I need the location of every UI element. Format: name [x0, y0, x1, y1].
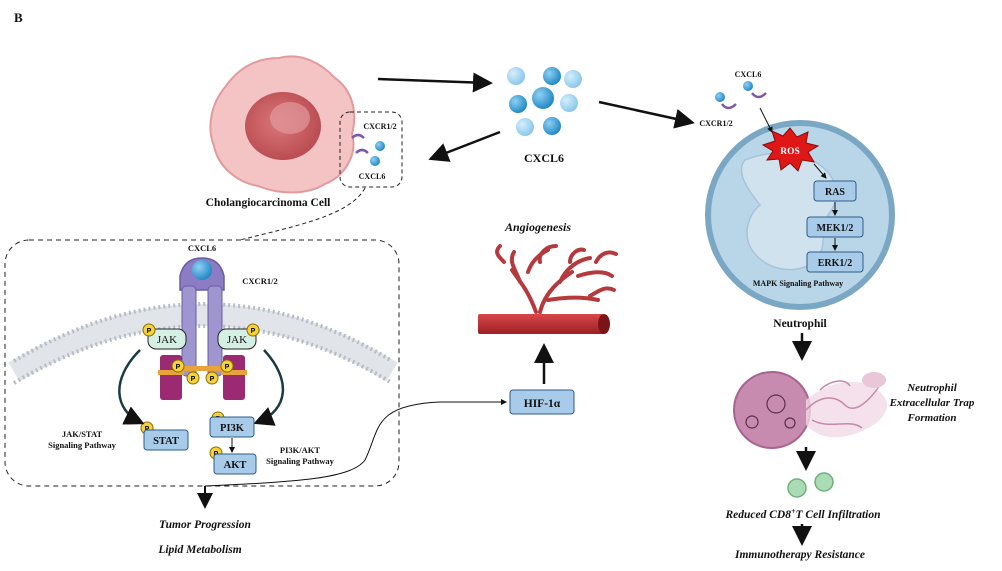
phospho-icon [246, 323, 260, 337]
net-label-2: Extracellular Trap [889, 397, 975, 409]
ras-box [813, 180, 857, 202]
signaling-zoom-box [4, 239, 400, 487]
cd8-t-cell-icon [787, 472, 834, 498]
net-label-3: Formation [907, 412, 957, 424]
phospho-label: P [251, 328, 256, 335]
neutrophil-receptor-icon [751, 92, 767, 99]
arrow-ros-to-ras [813, 163, 827, 179]
arrow-receptor-to-pi3k [253, 349, 285, 426]
cholangiocarcinoma-cell [209, 55, 356, 194]
phospho-label: P [225, 364, 230, 371]
jak-left-box [147, 328, 187, 350]
jak-right-label: JAK [227, 334, 247, 346]
receptor-icon [355, 148, 369, 154]
phospho-label: P [176, 364, 181, 371]
erk-label: ERK1/2 [818, 258, 852, 269]
neutrophil-cxcl6-ball-icon [715, 92, 725, 102]
neutrophil-receptor-label: CXCR1/2 [699, 119, 732, 128]
stat-box [143, 429, 189, 451]
phospho-label: P [147, 328, 152, 335]
outcome-lipid-metabolism: Lipid Metabolism [157, 544, 241, 556]
blood-vessel-icon [478, 244, 618, 334]
mek-box [806, 216, 864, 238]
jak-stat-pathway-label-2: Signaling Pathway [48, 440, 117, 450]
receptor-intracellular-domain [158, 355, 247, 400]
secreted-cxcl6-label: CXCL6 [524, 151, 564, 165]
neutrophil-cxcl6-ball-icon [743, 81, 753, 91]
hif-box [509, 389, 575, 415]
cd8-label-sup: + [791, 507, 796, 516]
resistance-label: Immunotherapy Resistance [734, 549, 865, 561]
pi3k-box [209, 416, 255, 438]
cell-membrane [8, 304, 398, 382]
arrow-to-hif [204, 399, 507, 487]
stat-label: STAT [153, 436, 179, 447]
akt-label: AKT [224, 460, 247, 471]
phospho-group: PPPPPPPPPPP [140, 206, 818, 460]
tumor-receptor-label: CXCR1/2 [363, 122, 396, 131]
pi3k-akt-pathway-label-2: Signaling Pathway [266, 456, 335, 466]
arrow-receptor-to-ros [759, 107, 773, 133]
neutrophil-receptor-icon [721, 103, 737, 110]
neutrophil-label: Neutrophil [773, 318, 826, 330]
arrow-cxcl6-to-neutrophil [598, 100, 695, 129]
ras-label: RAS [825, 187, 845, 198]
cxcl6-ball-icon [375, 141, 385, 151]
secreted-cxcl6-cluster [507, 67, 582, 136]
arrow-tumor-to-cxcl6 [377, 72, 493, 93]
phospho-icon [186, 371, 200, 385]
phospho-label: P [210, 376, 215, 383]
membrane-inner-heads [12, 324, 394, 385]
hif-label: HIF-1α [524, 398, 561, 410]
tumor-cell-label: Cholangiocarcinoma Cell [206, 197, 331, 209]
cxcl6-ball-icon [370, 156, 380, 166]
net-label-1: Neutrophil [906, 382, 957, 394]
tumor-ligand-label: CXCL6 [359, 172, 386, 181]
jak-right-box [217, 328, 257, 350]
jak-left-label: JAK [157, 334, 177, 346]
zoom-connector [239, 187, 366, 241]
zoom-cxcl6-ball-icon [192, 260, 212, 280]
jak-stat-pathway-label-1: JAK/STAT [62, 429, 103, 439]
pi3k-label: PI3K [220, 423, 245, 434]
phospho-icon [205, 371, 219, 385]
pi3k-akt-pathway-label-1: PI3K/AKT [280, 445, 320, 455]
zoom-ligand-label: CXCL6 [188, 243, 216, 253]
membrane-outer-heads [12, 302, 394, 363]
arrow-jak-to-stat [118, 349, 145, 425]
akt-box [213, 453, 257, 475]
arrow-cxcl6-to-tumor [428, 130, 501, 162]
receptor-icon [351, 133, 365, 139]
phospho-icon [171, 359, 185, 373]
phospho-icon [220, 359, 234, 373]
cd8-label-suffix: T Cell Infiltration [796, 509, 881, 521]
phospho-icon [142, 323, 156, 337]
panel-label: B [14, 10, 23, 25]
cd8-label-prefix: Reduced CD8 [724, 509, 791, 521]
cd8-infiltration-label: Reduced CD8+T Cell Infiltration [724, 507, 880, 521]
zoom-receptor-label: CXCR1/2 [242, 276, 277, 286]
net-formation-icon [733, 371, 888, 449]
mapk-pathway-label: MAPK Signaling Pathway [753, 279, 843, 288]
tumor-receptor-zoom-box [339, 111, 403, 188]
ros-burst-icon [761, 127, 820, 172]
mek-label: MEK1/2 [817, 223, 854, 234]
outcome-tumor-progression: Tumor Progression [159, 519, 251, 531]
angiogenesis-label: Angiogenesis [504, 220, 571, 234]
phospho-label: P [191, 376, 196, 383]
neutrophil-ligand-label: CXCL6 [735, 70, 762, 79]
erk-box [806, 251, 864, 273]
ros-label: ROS [780, 147, 800, 157]
